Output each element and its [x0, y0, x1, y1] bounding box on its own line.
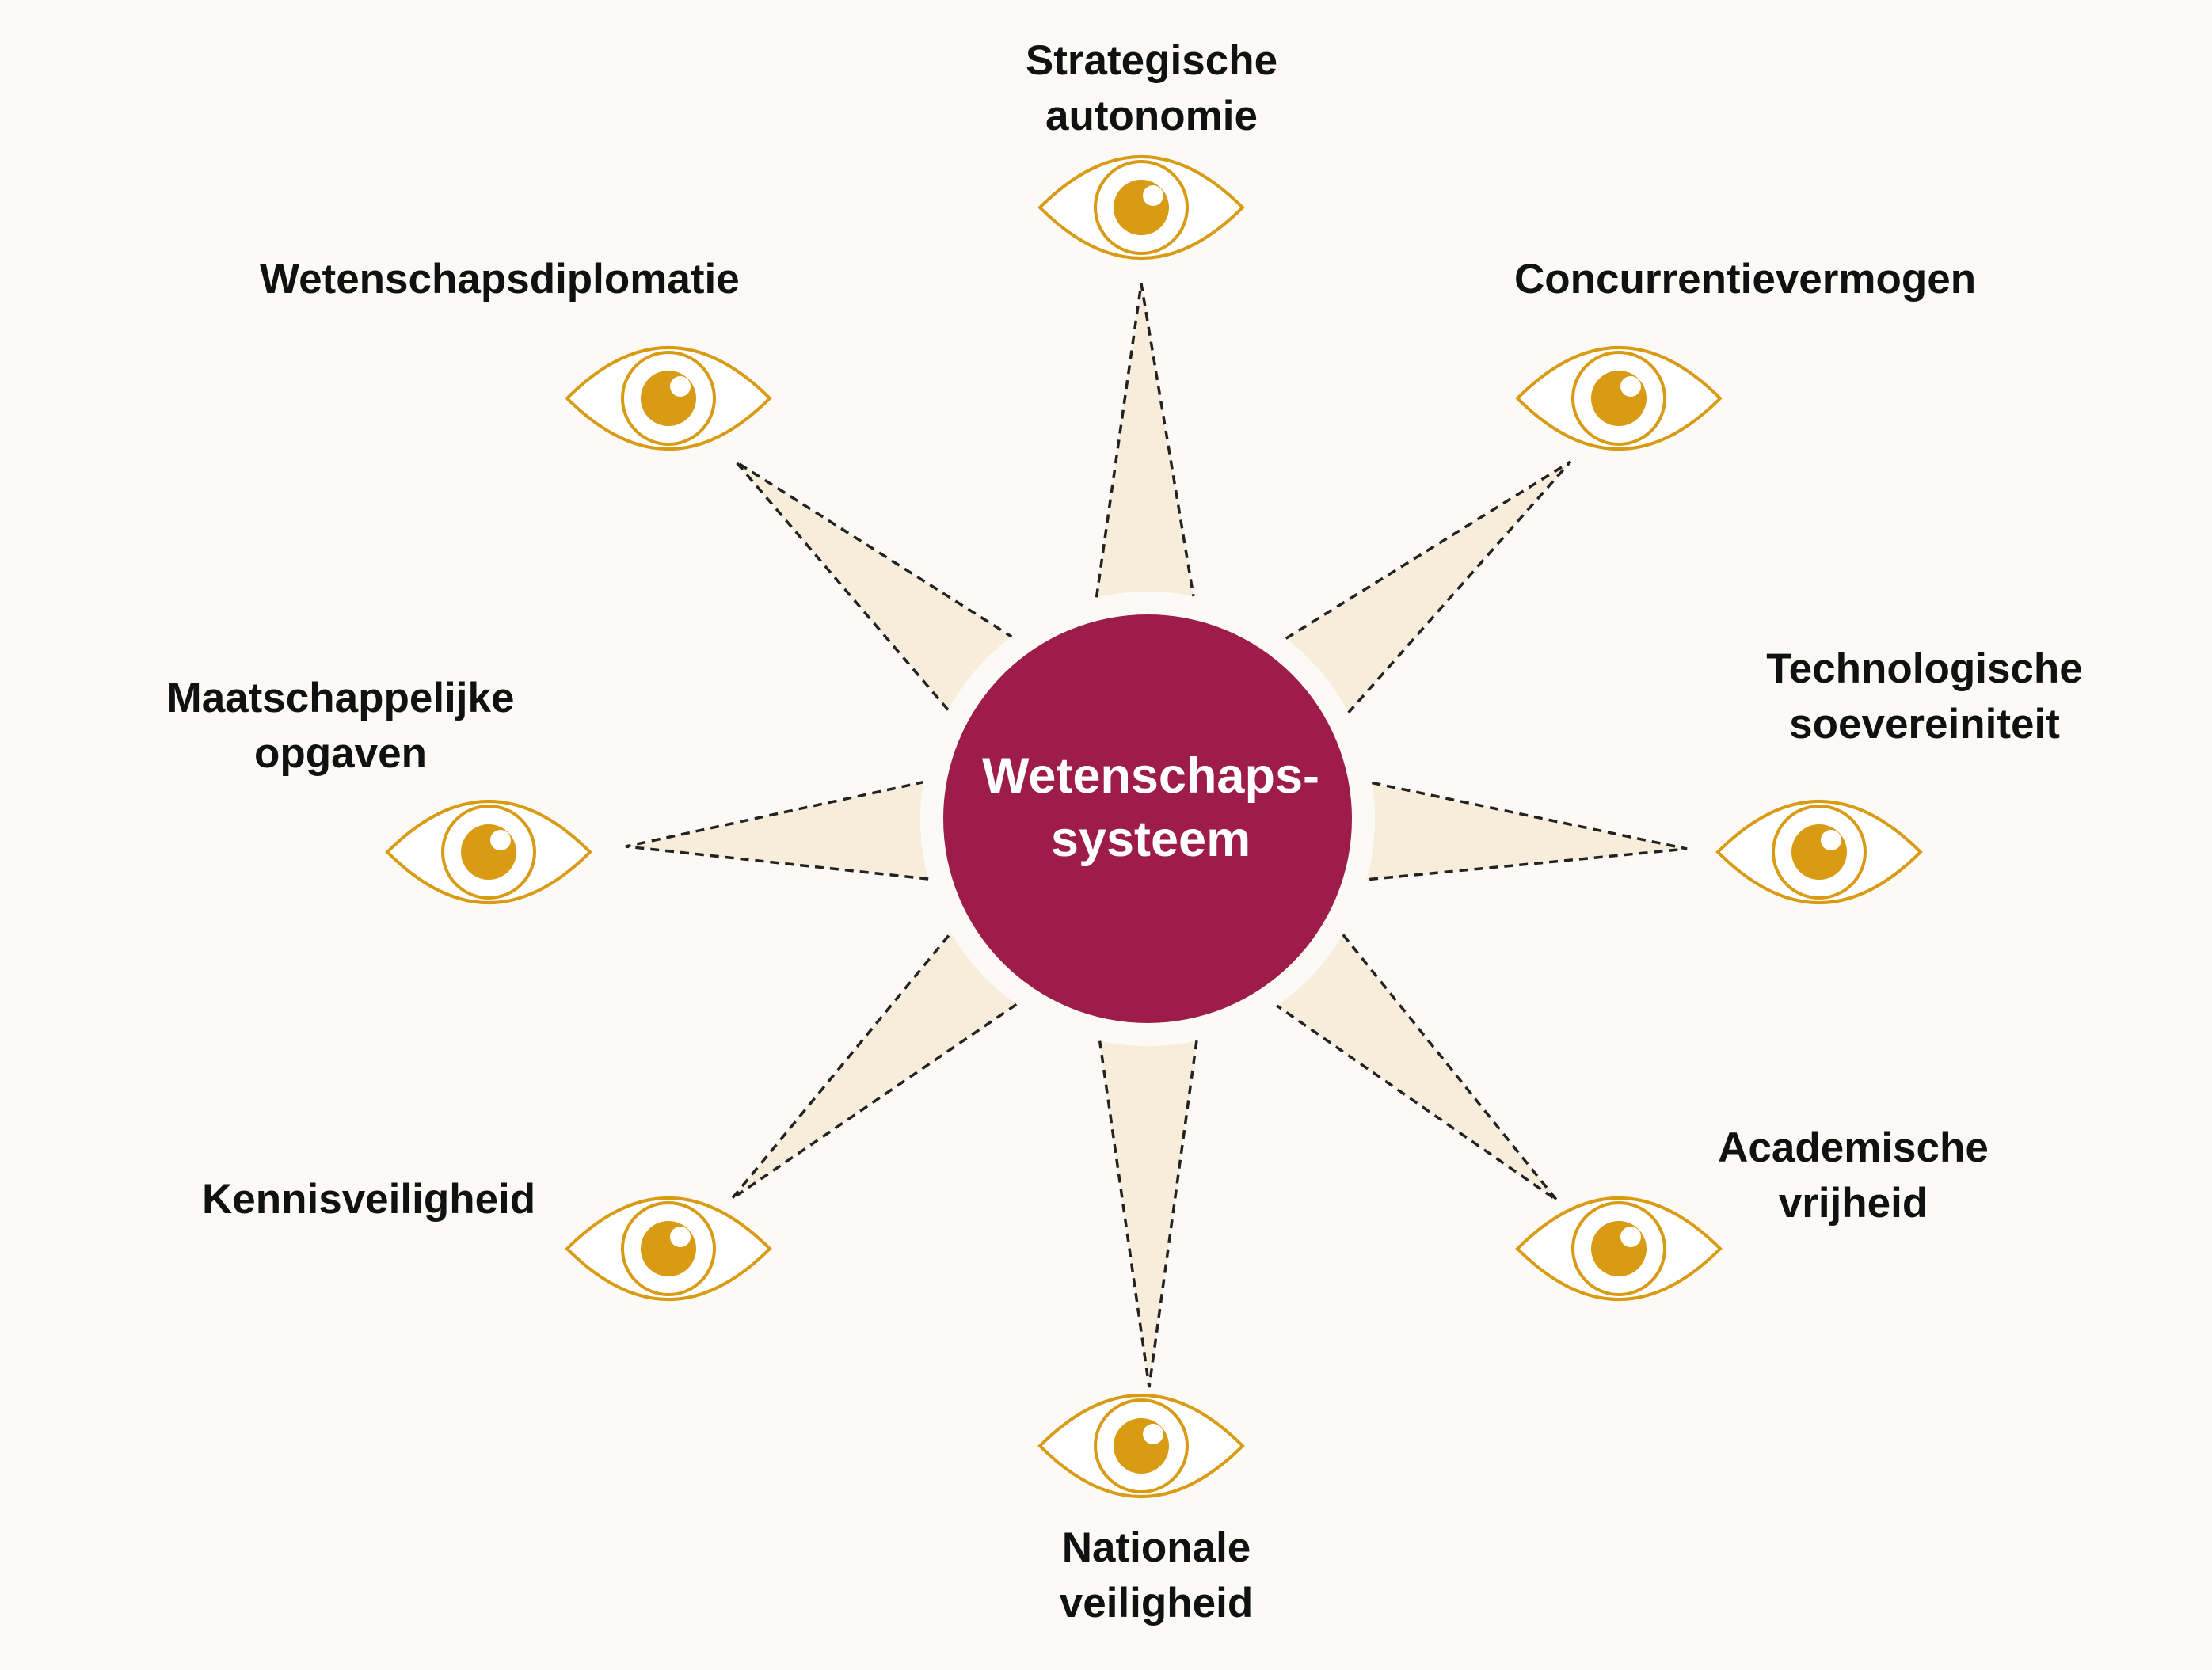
- view-cones: [625, 283, 1688, 1388]
- label-line-2: veiligheid: [1059, 1580, 1254, 1626]
- eye-glint: [1620, 376, 1641, 397]
- eye-pupil: [1591, 371, 1647, 426]
- view-cone-edges: [1098, 1040, 1198, 1388]
- view-cone-fill: [1277, 934, 1557, 1200]
- label-maatschappelijke-opgaven: Maatschappelijke opgaven: [135, 671, 546, 782]
- label-line-2: soevereiniteit: [1789, 701, 2060, 748]
- view-cone-edges: [1276, 934, 1559, 1202]
- label-line-2: vrijheid: [1778, 1180, 1928, 1227]
- eye-iris: [1094, 160, 1189, 255]
- eye-iris: [1571, 351, 1666, 446]
- eye-glint: [490, 830, 511, 850]
- view-cone-edges: [625, 780, 929, 881]
- eye-pupil: [1114, 180, 1169, 235]
- eye-glint: [1620, 1227, 1641, 1247]
- view-cone-nationale-veiligheid: [1098, 1040, 1198, 1388]
- view-cone-technologische-soevereiniteit: [1366, 781, 1688, 881]
- view-cone-edges: [1095, 283, 1195, 598]
- eye-pupil: [641, 1221, 696, 1276]
- center-label-line-1: Wetenschaps-: [982, 748, 1319, 804]
- eye-icon: [565, 346, 772, 451]
- eye-iris: [1094, 1398, 1189, 1493]
- eye-icon: [1515, 346, 1723, 451]
- label-concurrentievermogen: Concurrentievermogen: [1514, 252, 2029, 307]
- eyes: [385, 155, 1923, 1498]
- view-cone-fill: [1099, 1040, 1197, 1387]
- label-strategische-autonomie: Strategische autonomie: [993, 33, 1310, 144]
- label-academische-vrijheid: Academische vrijheid: [1687, 1120, 2020, 1231]
- center-label-line-2: systeem: [1050, 812, 1251, 867]
- view-cone-fill: [1366, 782, 1687, 880]
- view-cone-fill: [736, 462, 1012, 710]
- label-line-1: Strategische: [1025, 37, 1278, 84]
- eye-icon: [1037, 155, 1245, 260]
- label-line-2: opgaven: [254, 730, 427, 777]
- eye-glint: [670, 376, 691, 397]
- label-technologische-soevereiniteit: Technologische soevereiniteit: [1727, 641, 2123, 752]
- label-line-1: Wetenschapsdiplomatie: [260, 256, 740, 302]
- eye-icon: [565, 1196, 772, 1301]
- view-cone-concurrentievermogen: [1285, 460, 1572, 714]
- eye-iris: [1772, 805, 1867, 900]
- eye-icon: [1715, 800, 1923, 904]
- eye-glint: [670, 1227, 691, 1247]
- eye-pupil: [1591, 1221, 1647, 1276]
- view-cone-fill: [732, 933, 1017, 1199]
- eye-iris: [621, 351, 716, 446]
- eye-iris: [1571, 1201, 1666, 1296]
- eye-glint: [1143, 185, 1163, 206]
- view-cone-strategische-autonomie: [1095, 283, 1195, 598]
- view-cone-fill: [626, 782, 929, 879]
- view-cone-edges: [730, 931, 1018, 1200]
- label-line-2: autonomie: [1045, 93, 1258, 139]
- eye-iris: [441, 805, 536, 900]
- view-cone-fill: [1285, 462, 1570, 713]
- label-line-1: Technologische: [1766, 645, 2083, 692]
- view-cone-maatschappelijke-opgaven: [625, 780, 929, 881]
- eye-pupil: [461, 824, 516, 880]
- label-line-1: Kennisveiligheid: [202, 1176, 536, 1223]
- label-line-1: Concurrentievermogen: [1514, 256, 1977, 302]
- label-kennisveiligheid: Kennisveiligheid: [202, 1172, 598, 1227]
- eye-pupil: [641, 371, 696, 426]
- view-cone-kennisveiligheid: [730, 931, 1018, 1200]
- view-cone-fill: [1096, 283, 1194, 598]
- view-cone-edges: [1285, 460, 1572, 714]
- eye-icon: [1515, 1196, 1723, 1301]
- view-cone-edges: [1366, 781, 1688, 881]
- label-wetenschapsdiplomatie: Wetenschapsdiplomatie: [260, 252, 814, 307]
- eye-iris: [621, 1201, 716, 1296]
- view-cone-academische-vrijheid: [1276, 934, 1559, 1202]
- center-label: Wetenschaps- systeem: [945, 744, 1357, 871]
- eye-pupil: [1791, 824, 1847, 880]
- view-cone-wetenschapsdiplomatie: [734, 460, 1013, 711]
- label-line-1: Maatschappelijke: [166, 675, 515, 721]
- label-line-1: Nationale: [1061, 1524, 1251, 1571]
- center-circle: [943, 614, 1352, 1023]
- eye-pupil: [1114, 1418, 1169, 1474]
- eye-icon: [1037, 1394, 1245, 1498]
- eye-glint: [1821, 830, 1841, 850]
- label-nationale-veiligheid: Nationale veiligheid: [998, 1520, 1315, 1631]
- eye-icon: [385, 800, 592, 904]
- view-cone-edges: [734, 460, 1013, 711]
- label-line-1: Academische: [1718, 1124, 1989, 1171]
- eye-glint: [1143, 1424, 1163, 1444]
